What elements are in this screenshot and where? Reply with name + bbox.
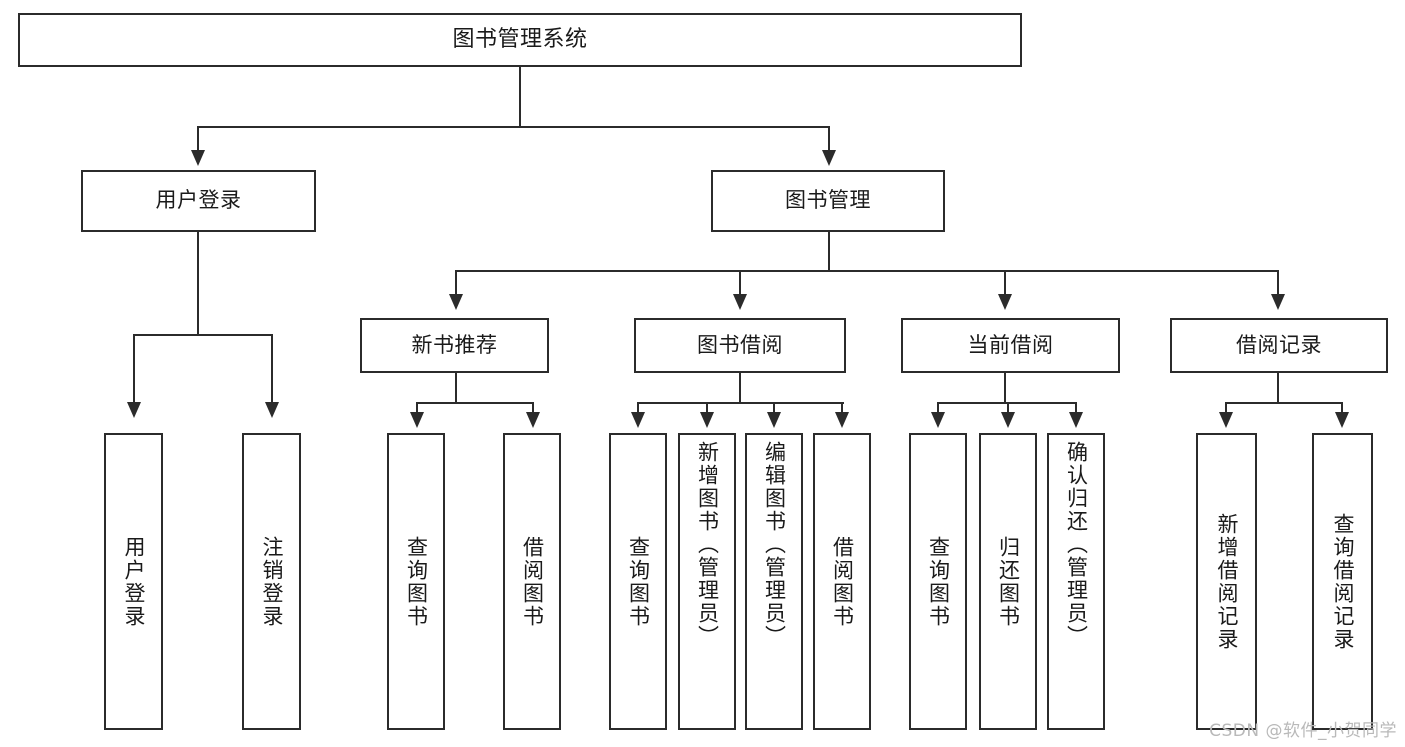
arrowhead-leaf-bb-borrow [835, 412, 849, 428]
node-label: 借阅记录 [1236, 332, 1322, 357]
connector-drop-leaf-br-query [1341, 402, 1343, 416]
leaf-bb-edit-book[interactable]: 编辑图书（管理员） [745, 433, 803, 730]
arrowhead-leaf-br-query [1335, 412, 1349, 428]
connector-drop-leaf-bb-borrow [841, 402, 843, 416]
connector-book-manage-stem [828, 232, 830, 271]
connector-borrow-record-bus [1225, 402, 1343, 404]
node-label: 图书管理 [785, 188, 871, 213]
node-label: 新增借阅记录 [1215, 512, 1239, 651]
node-book-borrow[interactable]: 图书借阅 [634, 318, 846, 373]
node-label: 编辑图书（管理员） [762, 441, 787, 648]
node-label: 当前借阅 [967, 332, 1054, 357]
connector-new-book-stem [455, 373, 457, 403]
arrowhead-leaf-nb-borrow [526, 412, 540, 428]
arrowhead-leaf-bb-query [631, 412, 645, 428]
arrowhead-new-book [449, 294, 463, 310]
node-user-login[interactable]: 用户登录 [81, 170, 316, 232]
node-label: 图书借阅 [697, 332, 783, 357]
node-label: 借阅图书 [830, 535, 855, 628]
connector-user-login-stem [197, 232, 199, 335]
connector-root-stem [519, 67, 521, 127]
leaf-cb-query-book[interactable]: 查询图书 [909, 433, 967, 730]
connector-drop-leaf-bb-edit [773, 402, 775, 416]
connector-current-borrow-stem [1004, 373, 1006, 403]
connector-drop-leaf-cb-return [1007, 402, 1009, 416]
connector-drop-leaf-user-login [133, 334, 135, 406]
arrowhead-leaf-cb-return [1001, 412, 1015, 428]
connector-drop-leaf-nb-borrow [532, 402, 534, 416]
arrowhead-current-borrow [998, 294, 1012, 310]
node-label: 归还图书 [996, 535, 1021, 628]
arrowhead-leaf-cb-confirm [1069, 412, 1083, 428]
leaf-bb-borrow-book[interactable]: 借阅图书 [813, 433, 871, 730]
arrowhead-book-manage [822, 150, 836, 166]
connector-drop-user-login [197, 126, 199, 154]
leaf-logout[interactable]: 注销登录 [242, 433, 301, 730]
watermark-text: CSDN @软件_小贺同学 [1209, 721, 1397, 741]
leaf-cb-return-book[interactable]: 归还图书 [979, 433, 1037, 730]
leaf-bb-query-book[interactable]: 查询图书 [609, 433, 667, 730]
node-label: 确认归还（管理员） [1064, 441, 1089, 648]
connector-drop-leaf-bb-query [637, 402, 639, 416]
connector-drop-book-borrow [739, 270, 741, 298]
arrowhead-leaf-user-login [127, 402, 141, 418]
node-book-manage[interactable]: 图书管理 [711, 170, 945, 232]
connector-drop-leaf-nb-query [416, 402, 418, 416]
connector-book-borrow-stem [739, 373, 741, 403]
arrowhead-leaf-bb-add [700, 412, 714, 428]
leaf-cb-confirm-return[interactable]: 确认归还（管理员） [1047, 433, 1105, 730]
arrowhead-user-login [191, 150, 205, 166]
connector-drop-borrow-record [1277, 270, 1279, 298]
node-label: 新书推荐 [411, 332, 498, 357]
node-new-book-recommend[interactable]: 新书推荐 [360, 318, 549, 373]
arrowhead-book-borrow [733, 294, 747, 310]
node-label: 查询借阅记录 [1331, 512, 1355, 651]
node-label: 查询图书 [626, 535, 651, 628]
connector-drop-leaf-logout [271, 334, 273, 406]
arrowhead-leaf-nb-query [410, 412, 424, 428]
connector-drop-leaf-bb-add [706, 402, 708, 416]
node-label: 图书管理系统 [452, 26, 588, 52]
arrowhead-leaf-logout [265, 402, 279, 418]
connector-level2-bus [197, 126, 830, 128]
leaf-br-add-record[interactable]: 新增借阅记录 [1196, 433, 1257, 730]
node-borrow-record[interactable]: 借阅记录 [1170, 318, 1388, 373]
node-label: 查询图书 [926, 535, 951, 628]
connector-drop-new-book [455, 270, 457, 298]
connector-user-login-bus [133, 334, 273, 336]
node-label: 注销登录 [260, 535, 284, 628]
node-label: 用户登录 [122, 535, 146, 628]
arrowhead-leaf-br-add [1219, 412, 1233, 428]
connector-new-book-bus [416, 402, 534, 404]
connector-book-borrow-bus [637, 402, 844, 404]
connector-drop-leaf-cb-query [937, 402, 939, 416]
node-label: 借阅图书 [520, 535, 545, 628]
node-label: 用户登录 [155, 188, 242, 213]
arrowhead-borrow-record [1271, 294, 1285, 310]
connector-drop-current-borrow [1004, 270, 1006, 298]
node-label: 查询图书 [404, 535, 429, 628]
connector-drop-leaf-br-add [1225, 402, 1227, 416]
leaf-user-login[interactable]: 用户登录 [104, 433, 163, 730]
arrowhead-leaf-bb-edit [767, 412, 781, 428]
connector-drop-book-manage [828, 126, 830, 154]
node-current-borrow[interactable]: 当前借阅 [901, 318, 1120, 373]
leaf-bb-add-book[interactable]: 新增图书（管理员） [678, 433, 736, 730]
connector-drop-leaf-cb-confirm [1075, 402, 1077, 416]
connector-borrow-record-stem [1277, 373, 1279, 403]
node-root-system[interactable]: 图书管理系统 [18, 13, 1022, 67]
leaf-br-query-record[interactable]: 查询借阅记录 [1312, 433, 1373, 730]
arrowhead-leaf-cb-query [931, 412, 945, 428]
leaf-nb-query-book[interactable]: 查询图书 [387, 433, 445, 730]
leaf-nb-borrow-book[interactable]: 借阅图书 [503, 433, 561, 730]
connector-level3-bus [455, 270, 1279, 272]
node-label: 新增图书（管理员） [695, 441, 720, 648]
